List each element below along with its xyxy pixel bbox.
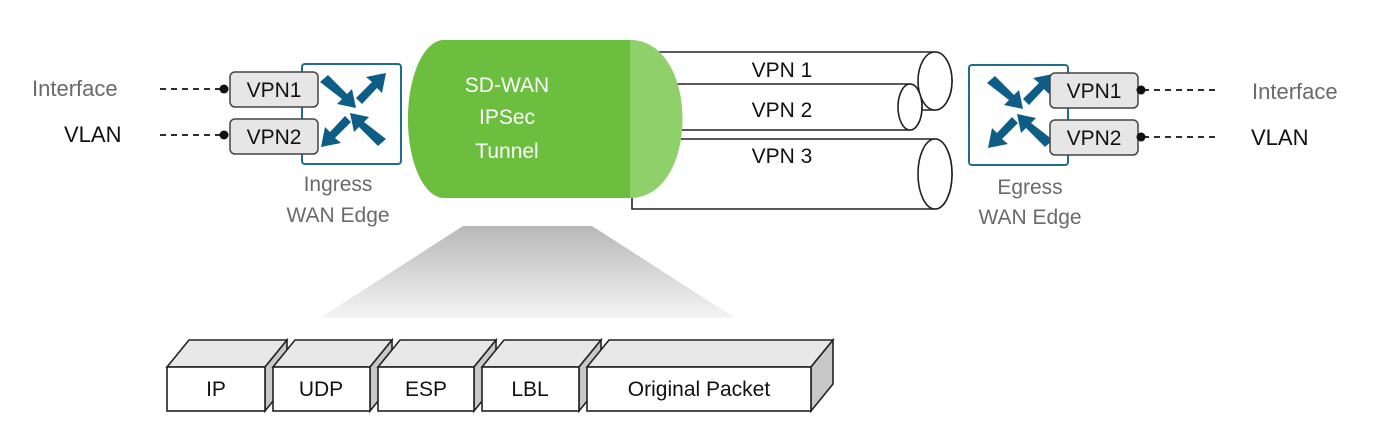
egress-caption-line1: Egress (997, 176, 1062, 199)
egress-vpn1-label: VPN1 (1067, 80, 1122, 103)
ingress-interface-label: Interface (32, 76, 118, 101)
pipe-vpn3 (631, 138, 953, 210)
pipe-label-vpn1: VPN 1 (752, 59, 813, 82)
ingress-vpn2-label: VPN2 (247, 126, 302, 149)
egress-caption-line2: WAN Edge (978, 206, 1081, 229)
egress-interface-dot (1136, 85, 1146, 95)
pipe-vpn2 (631, 83, 923, 131)
packet-structure: IP UDP ESP LBL Original Packet (165, 337, 835, 414)
packet-block-udp-label: UDP (299, 378, 343, 401)
egress-side: VPN1 VPN2 Interface VLAN Egress WAN Edge (968, 64, 1338, 229)
vpn-pipes: VPN 1 VPN 2 VPN 3 (631, 51, 953, 210)
router-arrows-icon (987, 74, 1053, 148)
sdwan-tunnel: SD-WAN IPSec Tunnel (408, 40, 683, 198)
packet-block-original-label: Original Packet (628, 378, 771, 401)
packet-block-esp-label: ESP (405, 378, 447, 401)
packet-block-original: Original Packet (585, 337, 835, 414)
ingress-vlan-dot (219, 130, 229, 140)
packet-block-lbl: LBL (480, 337, 603, 414)
tunnel-label-line2: IPSec (479, 106, 535, 129)
encapsulation-fan (320, 226, 735, 318)
ingress-interface-dot (219, 84, 229, 94)
packet-block-ip-label: IP (206, 378, 226, 401)
egress-vlan-label: VLAN (1251, 125, 1308, 150)
pipe-label-vpn3: VPN 3 (752, 145, 813, 168)
ingress-side: Interface VLAN VPN1 VPN2 Ingress WAN Edg… (32, 63, 402, 227)
router-arrows-icon (320, 73, 386, 147)
packet-block-ip: IP (165, 337, 289, 414)
packet-block-lbl-label: LBL (511, 378, 548, 401)
packet-block-udp: UDP (271, 337, 394, 414)
ingress-vpn2-box (229, 118, 319, 155)
ingress-vpn1-label: VPN1 (247, 79, 302, 102)
egress-interface-label: Interface (1252, 79, 1338, 104)
ingress-vlan-label: VLAN (64, 122, 121, 147)
egress-vpn2-label: VPN2 (1067, 127, 1122, 150)
pipe-label-vpn2: VPN 2 (752, 99, 813, 122)
ingress-caption-line1: Ingress (304, 173, 373, 196)
egress-vlan-dot (1136, 132, 1146, 142)
tunnel-label-line1: SD-WAN (465, 74, 549, 97)
ingress-caption-line2: WAN Edge (286, 204, 389, 227)
ingress-vpn1-box (229, 71, 319, 108)
packet-block-esp: ESP (376, 337, 498, 414)
tunnel-label-line3: Tunnel (475, 140, 538, 163)
